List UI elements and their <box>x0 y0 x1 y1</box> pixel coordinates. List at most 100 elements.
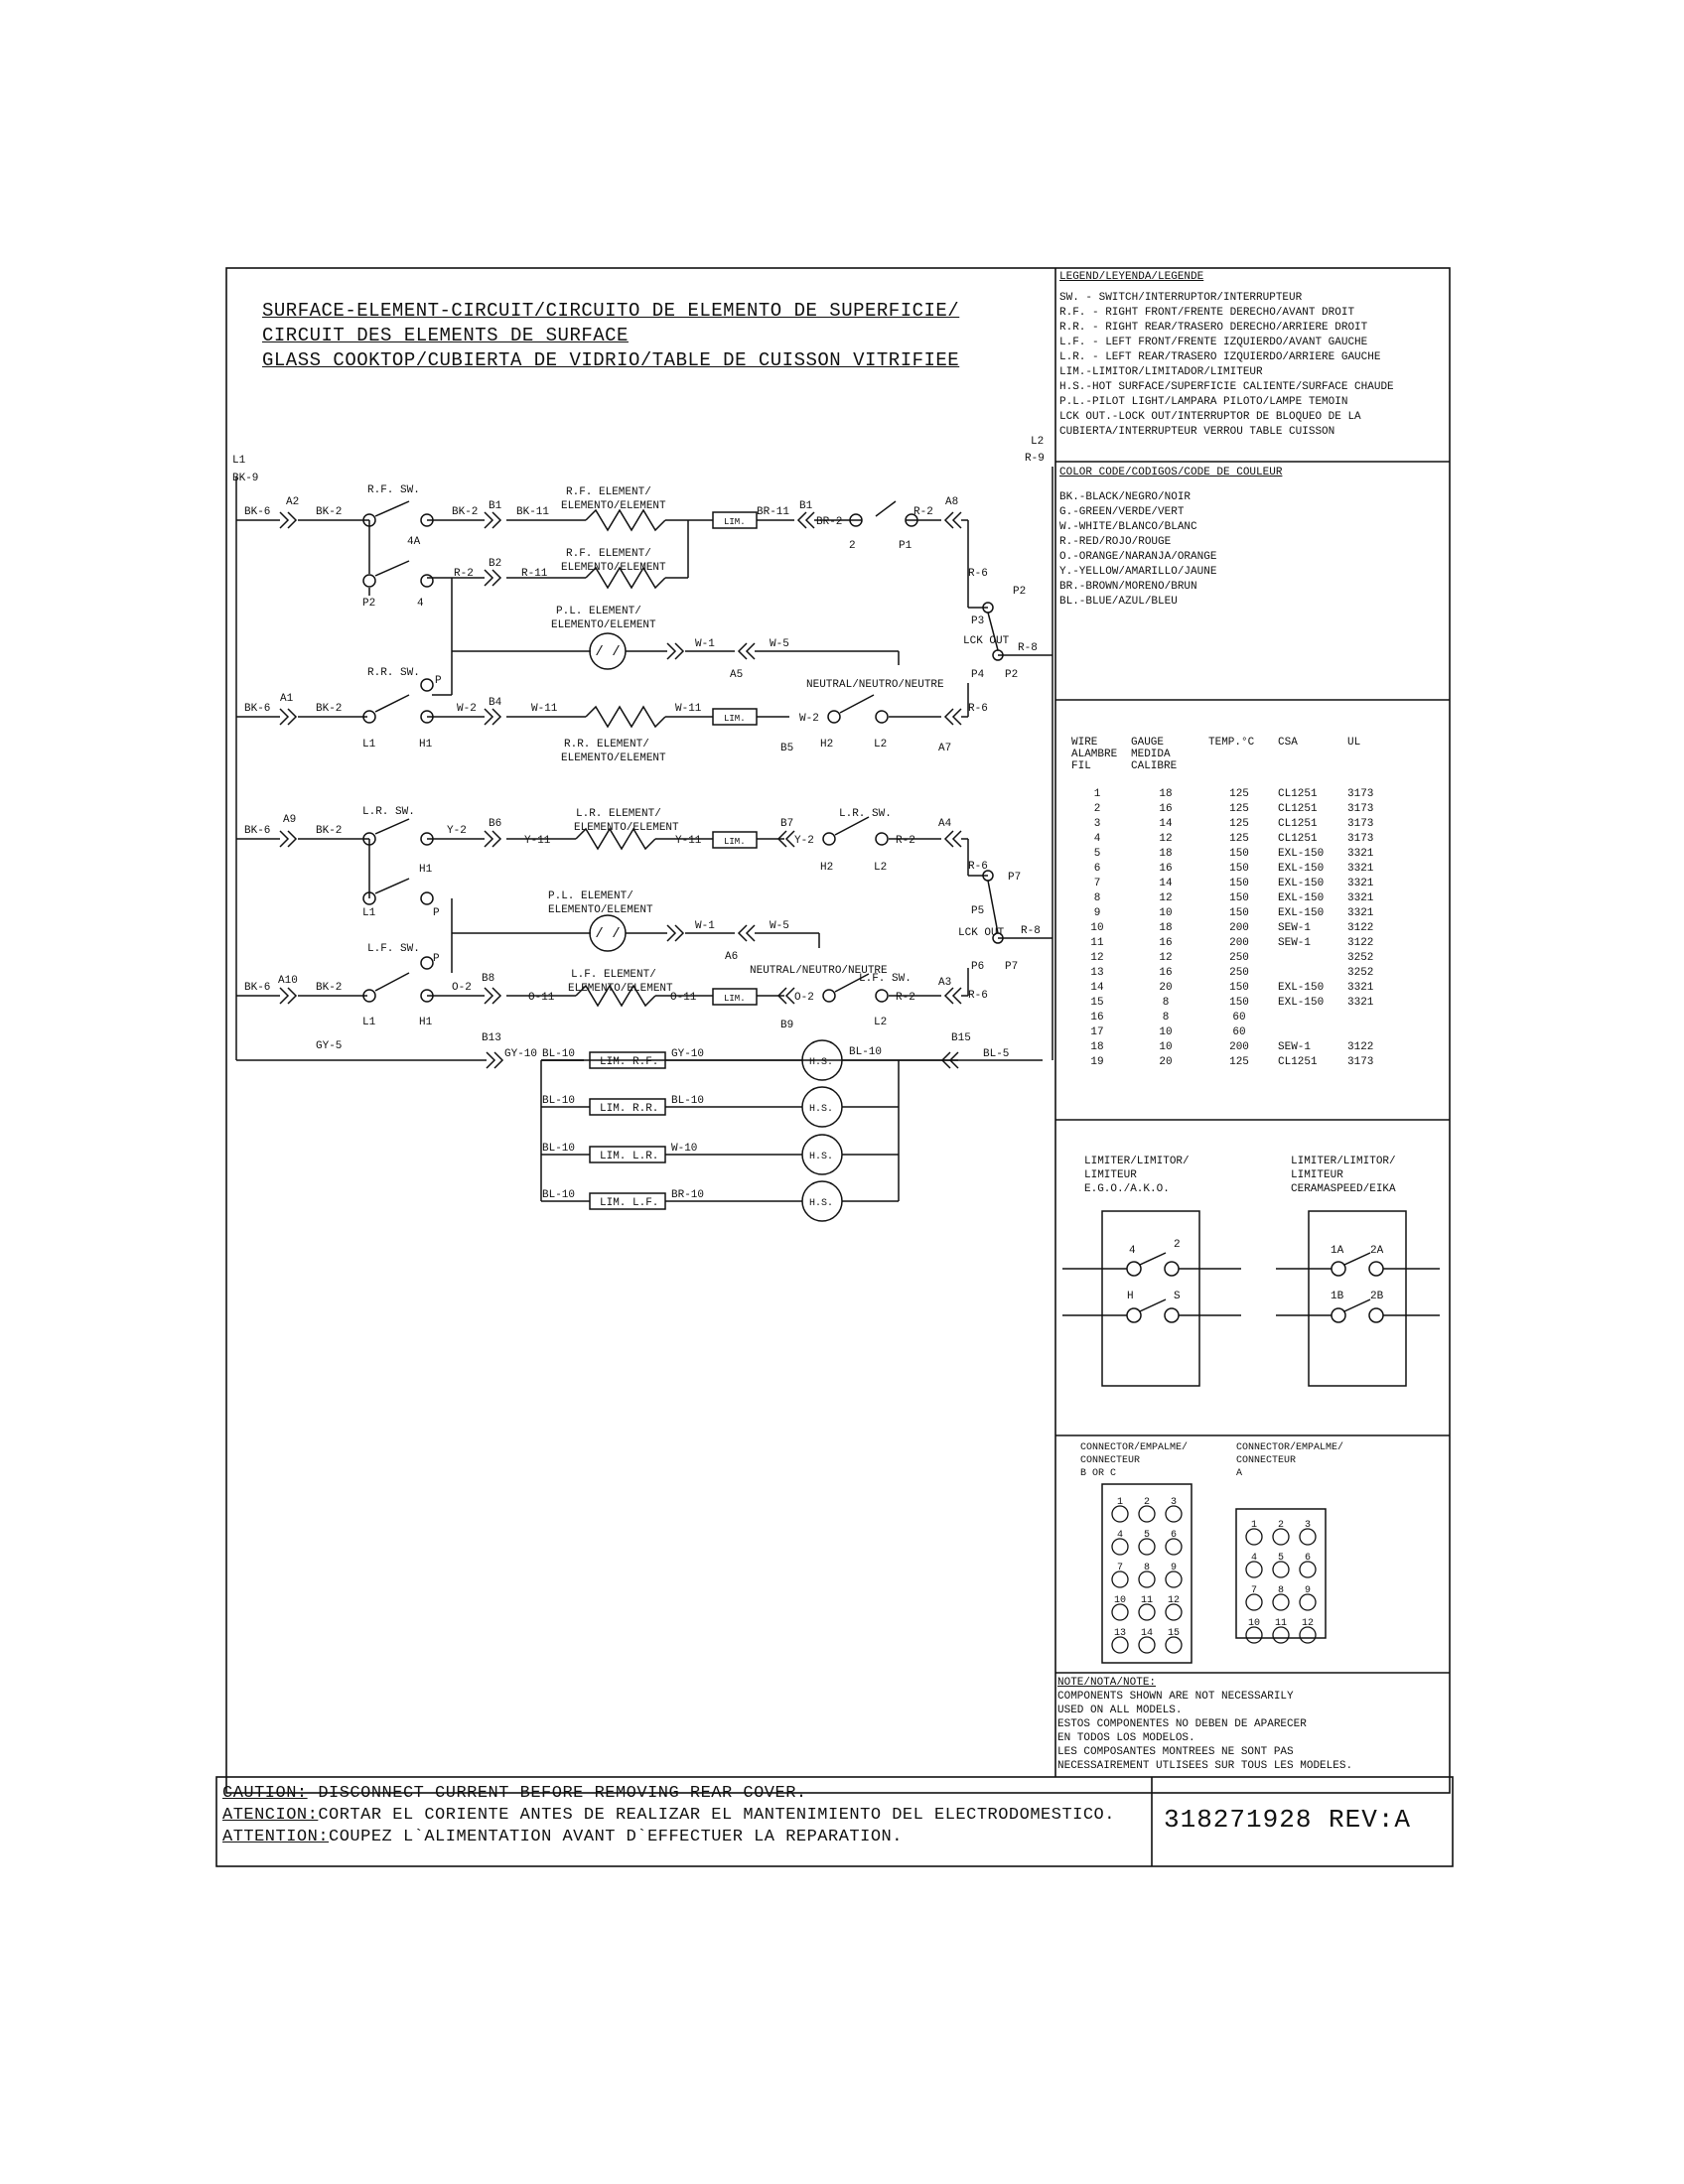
wire-table-cell: 11 <box>1090 936 1104 949</box>
wire-table-cell: 3321 <box>1347 996 1374 1009</box>
connector-pin-number: 2 <box>1144 1497 1150 1508</box>
color-code-line: BR.-BROWN/MORENO/BRUN <box>1059 581 1197 593</box>
svg-text:B9: B9 <box>780 1020 793 1031</box>
svg-text:P2: P2 <box>1005 669 1018 681</box>
legend-line: SW. - SWITCH/INTERRUPTOR/INTERRUPTEUR <box>1059 292 1303 304</box>
part-number: 318271928 REV:A <box>1164 1805 1412 1835</box>
connector-pin-number: 1 <box>1117 1497 1123 1508</box>
svg-text:P: P <box>435 675 442 687</box>
svg-text:1A: 1A <box>1331 1245 1344 1257</box>
color-code-line: BK.-BLACK/NEGRO/NOIR <box>1059 491 1192 503</box>
svg-text:BK-2: BK-2 <box>316 703 342 715</box>
connector-pin-number: 11 <box>1275 1618 1287 1629</box>
wire-table-cell: 10 <box>1159 1040 1173 1053</box>
connector-pin-number: 3 <box>1171 1497 1177 1508</box>
connector-pin-number: 7 <box>1251 1585 1257 1596</box>
svg-text:BL-10: BL-10 <box>542 1143 575 1155</box>
wire-table-cell: 12 <box>1159 891 1173 904</box>
wire-table-cell: 150 <box>1229 891 1249 904</box>
svg-text:R-6: R-6 <box>968 568 988 580</box>
wire-table-cell: 18 <box>1090 1040 1104 1053</box>
svg-text:GY-10: GY-10 <box>671 1048 704 1060</box>
wire-table-cell: 18 <box>1159 921 1173 934</box>
svg-text:BL-5: BL-5 <box>983 1048 1009 1060</box>
wire-table-cell: 125 <box>1229 832 1249 845</box>
legend-line: L.F. - LEFT FRONT/FRENTE IZQUIERDO/AVANT… <box>1059 337 1368 348</box>
svg-text:H2: H2 <box>820 739 833 751</box>
svg-text:GY-5: GY-5 <box>316 1040 342 1052</box>
wire-table-cell: 3321 <box>1347 862 1374 875</box>
svg-text:4: 4 <box>1129 1245 1136 1257</box>
note-line: LES COMPOSANTES MONTREES NE SONT PAS <box>1057 1746 1294 1758</box>
svg-text:B7: B7 <box>780 818 793 830</box>
wire-table-cell: 3173 <box>1347 832 1374 845</box>
label-lockout-upper: LCK OUT <box>963 635 1010 647</box>
svg-text:R-6: R-6 <box>968 861 988 873</box>
svg-text:H1: H1 <box>419 1017 433 1028</box>
svg-text:Y-11: Y-11 <box>675 835 702 847</box>
connector-pin <box>1111 1538 1129 1556</box>
label-lf-sw: L.F. SW. <box>367 943 420 955</box>
switch-contacts <box>362 500 1004 1003</box>
svg-text:R-8: R-8 <box>1018 642 1038 654</box>
wire-table-cell: 200 <box>1229 936 1249 949</box>
wire-table-cell: 3122 <box>1347 1040 1374 1053</box>
connector-pin <box>1138 1636 1156 1654</box>
svg-text:CONNECTEUR: CONNECTEUR <box>1236 1455 1296 1466</box>
connector-pin-number: 3 <box>1305 1520 1311 1531</box>
legend-line: H.S.-HOT SURFACE/SUPERFICIE CALIENTE/SUR… <box>1059 381 1394 393</box>
wire-table-cell: 20 <box>1159 981 1173 994</box>
svg-text:P2: P2 <box>1013 586 1026 598</box>
label-rf-element-2: ELEMENTO/ELEMENT <box>561 500 666 512</box>
label-lockout-lower: LCK OUT <box>958 927 1005 939</box>
svg-text:A3: A3 <box>938 977 951 989</box>
connector-pin <box>1111 1505 1129 1523</box>
legend-line: R.R. - RIGHT REAR/TRASERO DERECHO/ARRIER… <box>1059 322 1368 334</box>
hot-surface-lamp-rf <box>801 1039 843 1081</box>
svg-text:CONNECTEUR: CONNECTEUR <box>1080 1455 1140 1466</box>
wire-table-cell: 7 <box>1093 877 1101 889</box>
label-neutral-lower: NEUTRAL/NEUTRO/NEUTRE <box>750 965 888 977</box>
svg-text:4: 4 <box>417 598 424 610</box>
svg-text:CONNECTOR/EMPALME/: CONNECTOR/EMPALME/ <box>1236 1441 1343 1453</box>
connector-pin <box>1245 1593 1263 1611</box>
svg-text:R-2: R-2 <box>896 992 915 1004</box>
caution-line-es: ATENCION:CORTAR EL CORIENTE ANTES DE REA… <box>222 1806 1115 1825</box>
connector-pin <box>1138 1538 1156 1556</box>
connector-pin-number: 2 <box>1278 1520 1284 1531</box>
wire-table-cell: 16 <box>1159 862 1173 875</box>
diagram-title-line-1: SURFACE-ELEMENT-CIRCUIT/CIRCUITO DE ELEM… <box>262 300 960 322</box>
wire-table-cell: 200 <box>1229 921 1249 934</box>
schematic <box>235 467 1053 1222</box>
wire-table-cell: 150 <box>1229 847 1249 860</box>
wire-table-cell: EXL-150 <box>1278 891 1325 904</box>
wire-table-cell: 250 <box>1229 951 1249 964</box>
svg-text:1B: 1B <box>1331 1291 1344 1302</box>
svg-text:2A: 2A <box>1370 1245 1384 1257</box>
label-hs-rr: H.S. <box>809 1104 833 1115</box>
svg-text:L2: L2 <box>874 1017 887 1028</box>
label-lr-sw: L.R. SW. <box>362 806 415 818</box>
wire-table-cell <box>1274 1024 1343 1039</box>
hot-surface-lamp-lf <box>801 1180 843 1222</box>
connector-pin-number: 14 <box>1141 1628 1153 1639</box>
wire-table-cell: 10 <box>1159 906 1173 919</box>
connector-pin <box>1272 1626 1290 1644</box>
wire-table-cell <box>1274 950 1343 965</box>
svg-text:A2: A2 <box>286 496 299 508</box>
svg-text:B1: B1 <box>799 500 813 512</box>
connector-pin <box>1299 1528 1317 1546</box>
wire-table-cell: 16 <box>1090 1011 1104 1024</box>
svg-text:H1: H1 <box>419 864 433 876</box>
connector-pin-number: 10 <box>1248 1618 1260 1629</box>
svg-text:B8: B8 <box>482 973 494 985</box>
color-code-line: Y.-YELLOW/AMARILLO/JAUNE <box>1059 566 1217 578</box>
svg-text:A6: A6 <box>725 951 738 963</box>
connector-pin-number: 5 <box>1144 1530 1150 1541</box>
wire-table-cell: 150 <box>1229 862 1249 875</box>
